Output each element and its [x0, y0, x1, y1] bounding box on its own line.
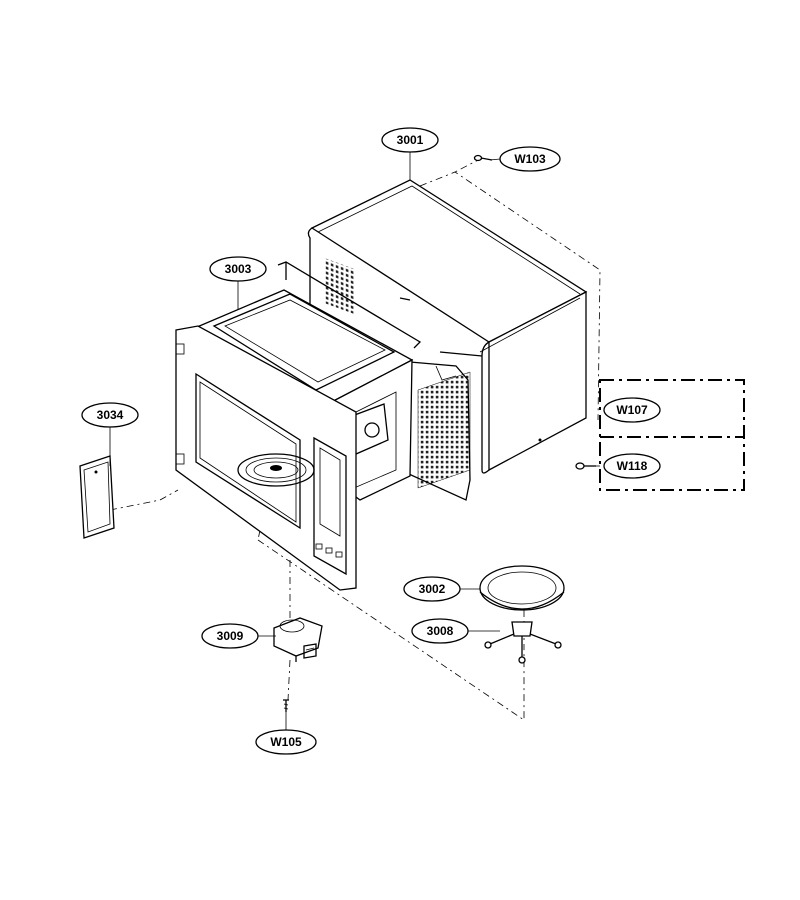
svg-text:3003: 3003	[225, 262, 252, 276]
svg-text:W107: W107	[616, 403, 648, 417]
roller-ring	[484, 621, 562, 664]
screw-w118	[575, 462, 596, 470]
callout-3034: 3034	[81, 402, 139, 428]
inner-cavity	[175, 261, 422, 591]
svg-text:3002: 3002	[419, 582, 446, 596]
cabinet-vent-top	[325, 258, 355, 315]
outer-cabinet	[307, 179, 588, 501]
callout-3008: 3008	[411, 618, 469, 644]
svg-text:3008: 3008	[427, 624, 454, 638]
callout-3003: 3003	[209, 256, 267, 282]
svg-text:3009: 3009	[217, 629, 244, 643]
callout-w103: W103	[499, 146, 561, 172]
svg-text:W105: W105	[270, 735, 302, 749]
callout-w107: W107	[603, 397, 661, 423]
screw-w103	[473, 154, 493, 162]
callout-3009: 3009	[201, 623, 259, 649]
callout-3001: 3001	[381, 127, 439, 153]
turntable-motor	[273, 617, 323, 662]
cabinet-vent-back	[417, 371, 471, 489]
waveguide-cover	[79, 455, 115, 539]
svg-text:3034: 3034	[97, 408, 124, 422]
callout-3002: 3002	[403, 576, 461, 602]
leader-lines	[109, 150, 600, 730]
svg-text:3001: 3001	[397, 133, 424, 147]
svg-text:W103: W103	[514, 152, 546, 166]
glass-tray	[479, 565, 565, 611]
callout-w118: W118	[603, 453, 661, 479]
screw-w105	[283, 699, 289, 712]
callout-w105: W105	[255, 729, 317, 755]
fastener-group-box	[599, 379, 745, 491]
svg-text:W118: W118	[617, 459, 648, 473]
